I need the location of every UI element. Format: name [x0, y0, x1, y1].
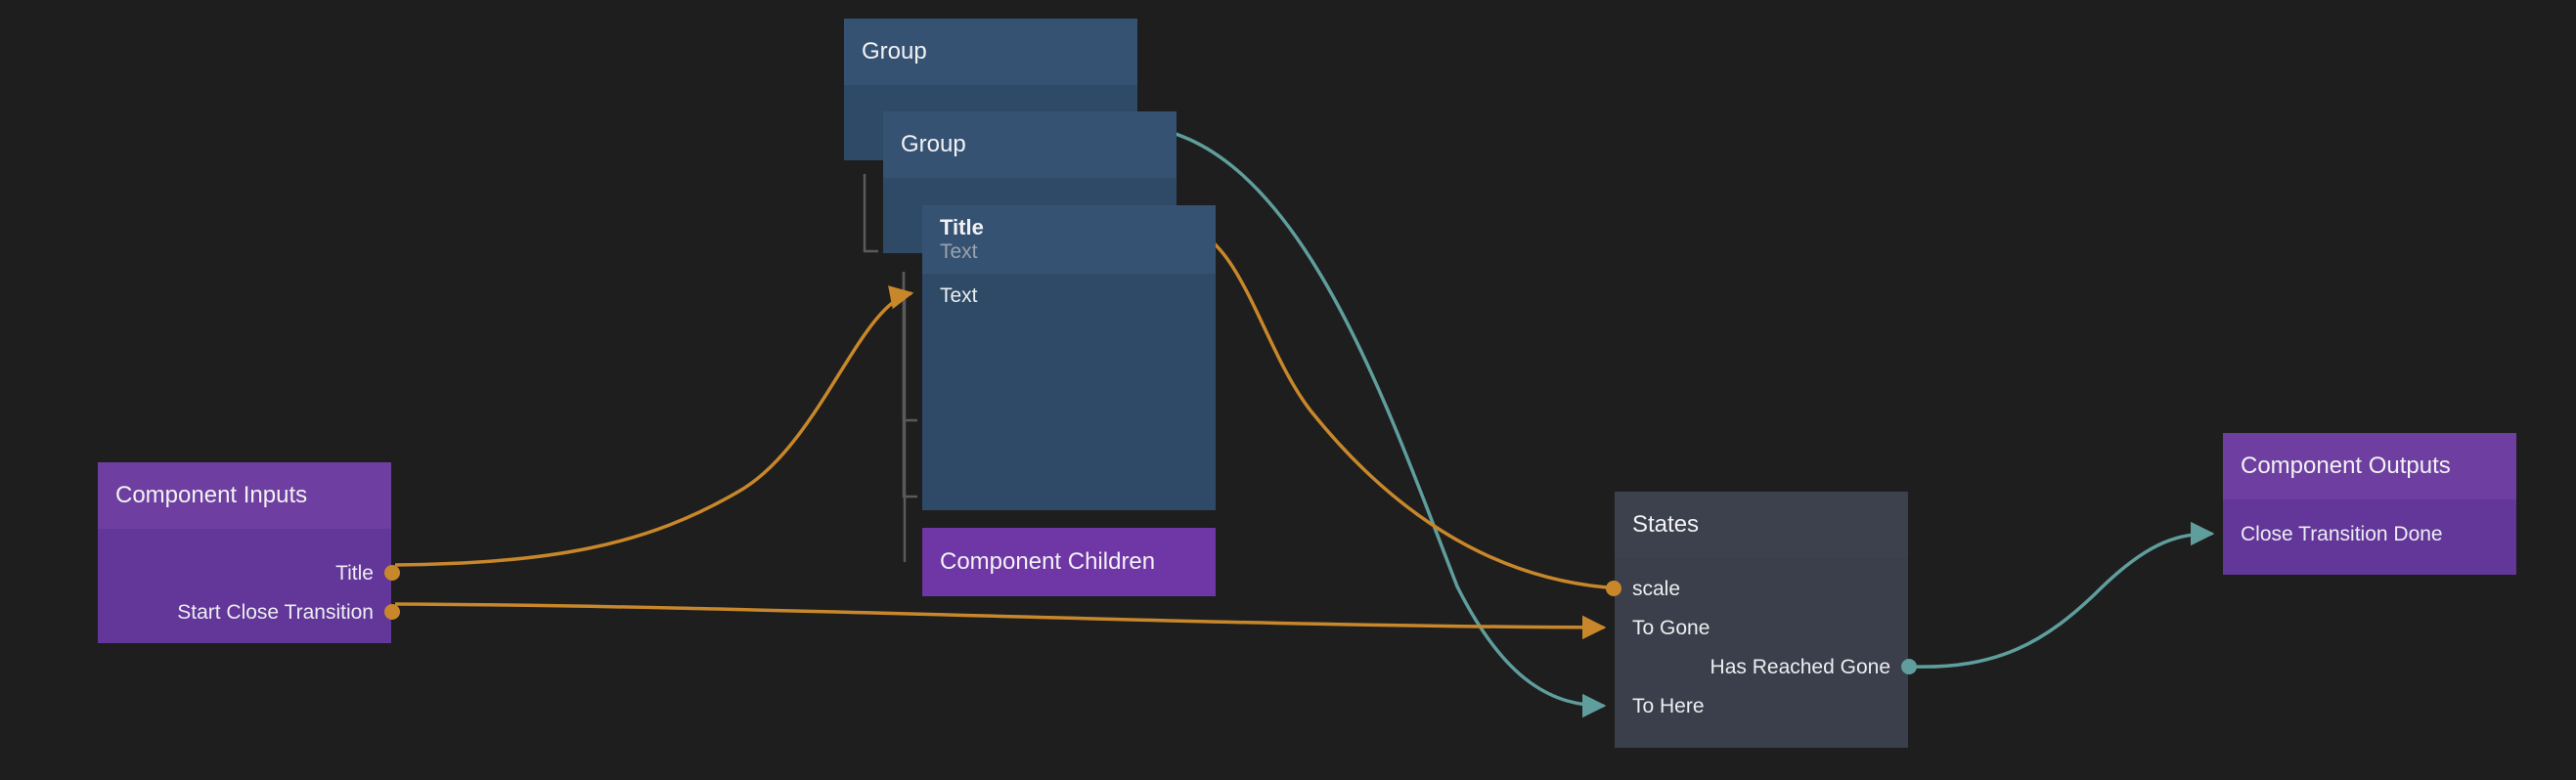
- port-dot-orange-icon[interactable]: [384, 565, 400, 581]
- edge-reached-to-done: [1913, 521, 2215, 669]
- port-to-gone-in[interactable]: To Gone: [1615, 616, 1908, 639]
- edge-scale-to-scale: [1182, 219, 1608, 589]
- port-dot-teal-icon[interactable]: [1901, 659, 1917, 674]
- node-title-component-body-ext: [922, 317, 1216, 510]
- node-body: Title Start Close Transition: [98, 529, 400, 643]
- node-header: Group: [883, 111, 1177, 178]
- port-label: Start Close Transition: [177, 600, 374, 624]
- node-title: Group: [862, 37, 927, 65]
- port-dot-orange-icon[interactable]: [384, 604, 400, 620]
- node-header: Title Text: [922, 205, 1216, 274]
- port-dot-orange-icon[interactable]: [1606, 581, 1621, 596]
- port-text-in[interactable]: Text: [922, 283, 1216, 307]
- tree-line-group-inner-to-children: [902, 272, 917, 498]
- node-title: Component Inputs: [115, 481, 308, 508]
- node-title-component[interactable]: Title Text Text: [922, 205, 1216, 317]
- port-start-close-transition-out[interactable]: Start Close Transition: [98, 600, 400, 624]
- edge-startclose-to-gone: [394, 602, 1607, 640]
- node-states[interactable]: States scale To Gone Has Reached Gone To…: [1606, 492, 1917, 748]
- port-label: To Here: [1632, 694, 1705, 717]
- tree-line-group-outer-to-group-inner: [863, 174, 878, 253]
- node-component-children[interactable]: Component Children: [922, 528, 1216, 596]
- port-label: Close Transition Done: [2241, 522, 2443, 545]
- port-label: scale: [1632, 577, 1681, 600]
- port-title-out[interactable]: Title: [98, 561, 400, 585]
- node-component-inputs[interactable]: Component Inputs Title Start Close Trans…: [98, 462, 400, 643]
- port-close-transition-done-in[interactable]: Close Transition Done: [2223, 522, 2516, 545]
- port-label: Title: [335, 561, 374, 585]
- node-header: Group: [844, 19, 1137, 85]
- node-body: scale To Gone Has Reached Gone To Here: [1606, 558, 1917, 748]
- node-title: Group: [901, 130, 966, 157]
- node-header: Component Inputs: [98, 462, 391, 529]
- node-title: States: [1632, 510, 1700, 538]
- node-component-outputs[interactable]: Component Outputs Close Transition Done: [2223, 433, 2516, 575]
- edge-title-to-text: [394, 285, 914, 567]
- node-body: Text: [922, 274, 1216, 317]
- node-subtitle: Text: [940, 239, 978, 263]
- port-label: To Gone: [1632, 616, 1710, 639]
- port-has-reached-gone-out[interactable]: Has Reached Gone: [1615, 655, 1917, 678]
- node-header: States: [1615, 492, 1908, 558]
- node-title: Title: [940, 214, 984, 239]
- node-title: Component Children: [940, 548, 1156, 575]
- node-title: Component Outputs: [2241, 452, 2451, 479]
- port-to-here-in[interactable]: To Here: [1615, 694, 1908, 717]
- tree-line-group-inner-to-title: [902, 272, 917, 422]
- node-body: Close Transition Done: [2223, 499, 2516, 575]
- port-label: Text: [940, 283, 978, 307]
- port-scale-out[interactable]: scale: [1606, 577, 1908, 600]
- node-header: Component Outputs: [2223, 433, 2516, 499]
- port-label: Has Reached Gone: [1710, 655, 1890, 678]
